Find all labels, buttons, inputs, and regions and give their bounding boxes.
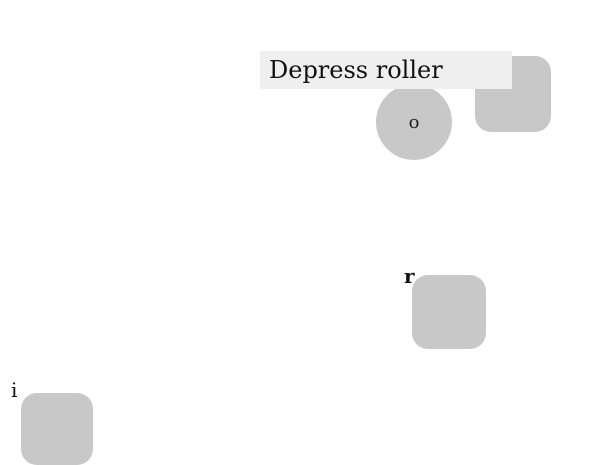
circle-button-o[interactable]: o [376,84,452,160]
instruction-text: Depress roller [260,51,512,89]
circle-button-label: o [408,111,420,133]
square-button-i-label: i [11,378,18,402]
square-button-i[interactable] [21,393,93,465]
square-button-r[interactable] [412,275,486,349]
square-button-r-label: r [404,264,415,288]
